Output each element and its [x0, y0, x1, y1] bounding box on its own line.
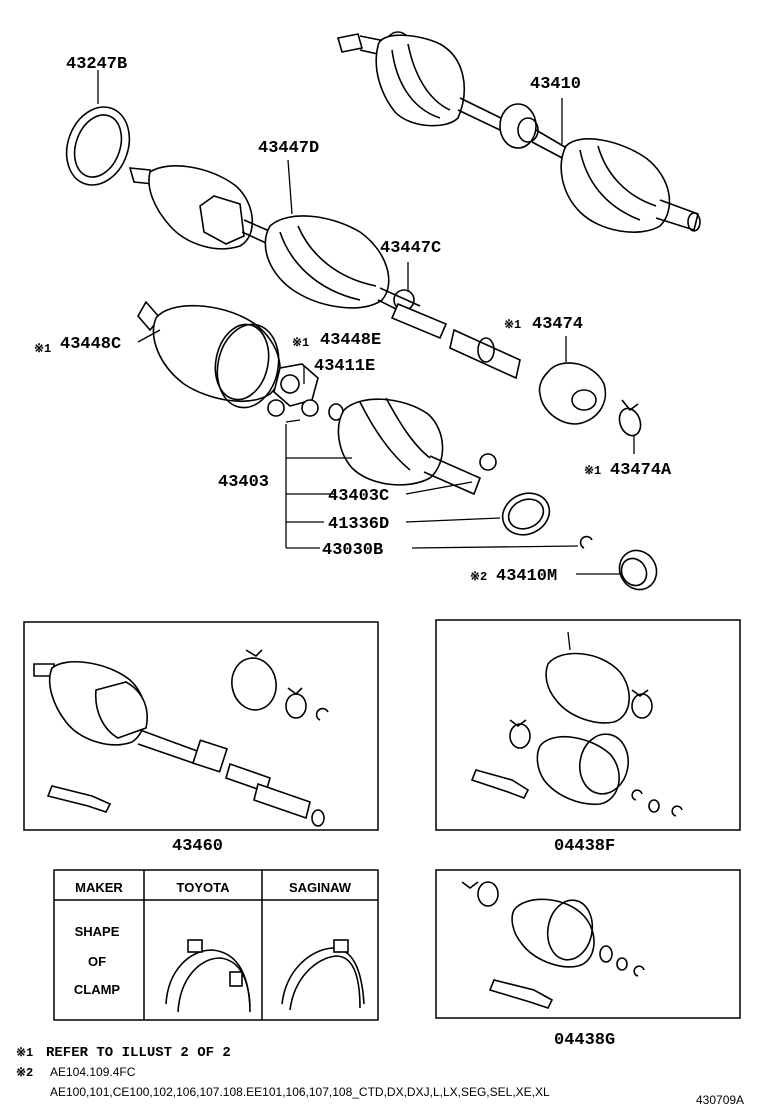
kit-04438G: [435, 869, 741, 1019]
footnotes: ※1 REFER TO ILLUST 2 OF 2 ※2 AE104.109.4…: [16, 1045, 550, 1099]
snap-ring-43030B: [579, 535, 593, 549]
kit-04438F: [435, 619, 741, 831]
inner-joint-tulip-43474: [449, 328, 607, 425]
oil-seal-43410M: [576, 549, 658, 591]
label-43448C: 43448C: [60, 335, 121, 354]
note1-mark: ※1: [16, 1046, 33, 1060]
leader-bracket-43403: [285, 424, 579, 549]
label-43403: 43403: [218, 473, 269, 492]
table-header-toyota: TOYOTA: [177, 880, 231, 895]
kit-04438F-frame: [435, 619, 741, 831]
inner-joint-housing-43403: [285, 397, 497, 496]
note3-text: AE100,101,CE100,102,106,107.108.EE101,10…: [50, 1085, 550, 1099]
label-43030B: 43030B: [322, 541, 383, 560]
clamp-maker-table: MAKER TOYOTA SAGINAW SHAPE OF CLAMP: [53, 869, 379, 1021]
inner-boot-43448C: [137, 300, 281, 409]
ring-41336D: [501, 492, 551, 536]
label-43447D: 43447D: [258, 139, 319, 158]
table-row-label-of: OF: [88, 954, 106, 969]
label-43247B: 43247B: [66, 55, 127, 74]
label-43410: 43410: [530, 75, 581, 94]
label-43410M: 43410M: [496, 567, 557, 586]
label-43411E: 43411E: [314, 357, 375, 376]
tripod-joint-43411E: [267, 363, 344, 421]
label-43474A: 43474A: [610, 461, 672, 480]
label-mark1-43474A: ※1: [584, 464, 601, 478]
table-row-label-clamp: CLAMP: [74, 982, 121, 997]
figure-id: 430709A: [696, 1093, 744, 1107]
kit-label-43460: 43460: [172, 837, 223, 856]
label-43403C: 43403C: [328, 487, 389, 506]
kit-43460-frame: [23, 621, 379, 831]
label-mark2-43410M: ※2: [470, 570, 487, 584]
label-43474: 43474: [532, 315, 583, 334]
note2-mark: ※2: [16, 1066, 33, 1080]
label-mark1-43474: ※1: [504, 318, 521, 332]
drive-shaft-assembly-43410: [336, 31, 701, 233]
kit-label-04438G: 04438G: [554, 1031, 615, 1050]
note1-text: REFER TO ILLUST 2 OF 2: [46, 1045, 231, 1061]
kit-43460: [23, 621, 379, 831]
table-header-saginaw: SAGINAW: [289, 880, 352, 895]
kit-label-04438F: 04438F: [554, 837, 615, 856]
kit-04438G-frame: [435, 869, 741, 1019]
table-header-maker: MAKER: [75, 880, 123, 895]
label-mark1-43448C: ※1: [34, 342, 51, 356]
label-mark1-43448E: ※1: [292, 336, 309, 350]
saginaw-clamp-shape: [281, 939, 365, 1011]
toyota-clamp-shape: [165, 939, 251, 1013]
label-43447C: 43447C: [380, 239, 441, 258]
note2-text: AE104.109.4FC: [50, 1065, 136, 1079]
table-row-label-shape: SHAPE: [75, 924, 120, 939]
clamp-43474A: [618, 399, 642, 454]
label-43448E: 43448E: [320, 331, 381, 350]
label-41336D: 41336D: [328, 515, 389, 534]
outer-boot-43447D: [128, 159, 448, 340]
dust-seal-43247B: [65, 70, 131, 186]
